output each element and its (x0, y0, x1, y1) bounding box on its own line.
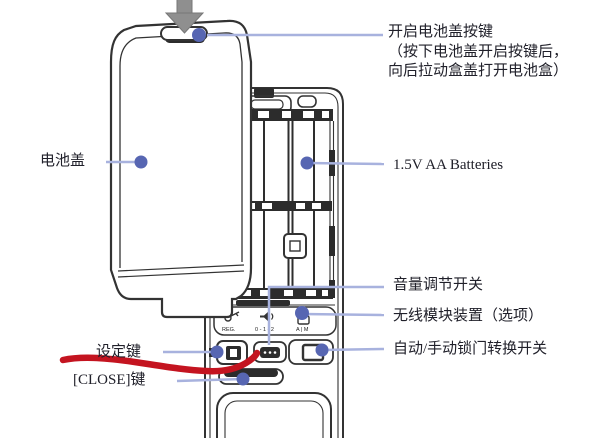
leader-lines (106, 33, 385, 383)
volume-speaker-icon (260, 311, 274, 322)
button-row (209, 339, 334, 365)
leader-dots (134, 28, 329, 386)
keypad-area (216, 392, 332, 438)
lock-body-slot (297, 95, 317, 108)
panel-label-volume: 0 - 1 - 2 (255, 327, 274, 333)
label-auto-manual-switch: 自动/手动锁门转换开关 (393, 341, 548, 357)
label-open-button: 开启电池盖按键 （按下电池盖开启按键后， 向后拉动盒盖打开电池盒） (388, 23, 568, 82)
press-arrow-icon (164, 0, 205, 34)
panel-label-reg: REG. (222, 327, 236, 333)
label-wireless-module: 无线模块装置（选项） (393, 308, 544, 324)
battery-cover (109, 19, 253, 319)
red-marker-stroke (59, 349, 261, 375)
function-panel (213, 306, 337, 336)
label-volume-switch: 音量调节开关 (393, 277, 484, 293)
label-close-key: [CLOSE]键 (73, 372, 146, 388)
label-open-button-note2: 向后拉动盒盖打开电池盒） (388, 63, 569, 79)
label-open-button-title: 开启电池盖按键 (388, 24, 494, 40)
label-battery-cover: 电池盖 (40, 153, 86, 169)
close-button (218, 368, 284, 385)
label-set-key: 设定键 (96, 344, 142, 360)
label-batteries: 1.5V AA Batteries (393, 157, 504, 173)
label-open-button-note1: （按下电池盖开启按键后， (388, 43, 569, 60)
panel-label-am: A | M (296, 327, 309, 333)
